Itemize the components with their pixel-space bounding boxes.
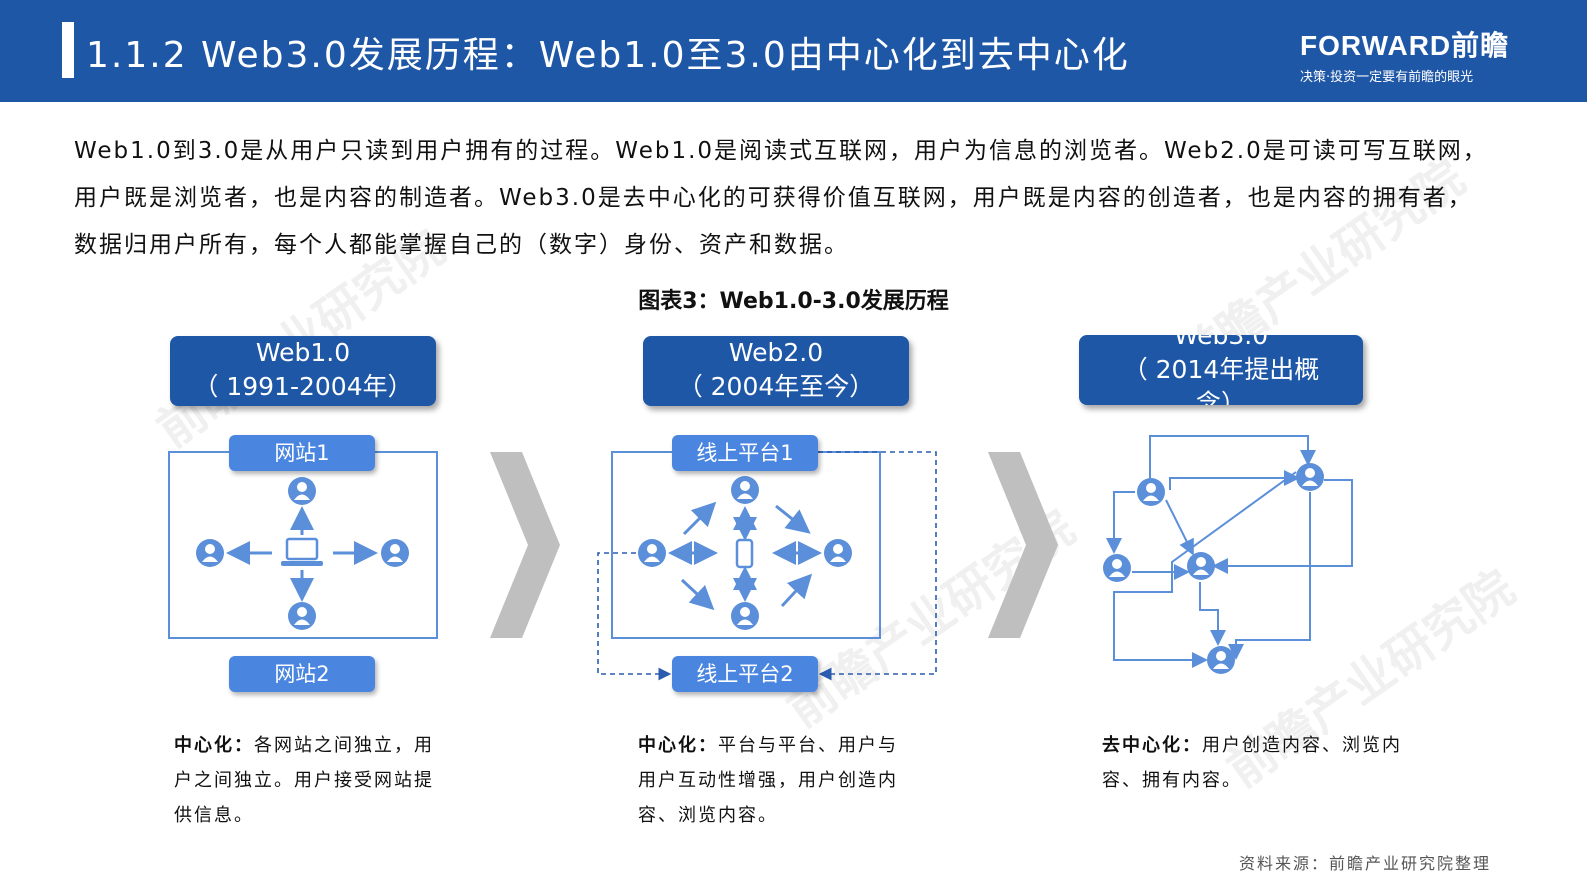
user-icon xyxy=(638,539,666,567)
era-period: （ 2004年至今） xyxy=(677,372,875,401)
user-icon xyxy=(288,477,316,505)
figure-title: 图表3：Web1.0-3.0发展历程 xyxy=(638,289,949,314)
user-icon xyxy=(288,602,316,630)
logo-brand: FORWARD前瞻 xyxy=(1300,30,1510,61)
desc-heading: 中心化： xyxy=(174,735,254,756)
user-icon xyxy=(731,602,759,630)
intro-paragraph: Web1.0到3.0是从用户只读到用户拥有的过程。Web1.0是阅读式互联网，用… xyxy=(74,138,1488,258)
desc-heading: 去中心化： xyxy=(1102,735,1202,756)
title-accent-bar xyxy=(62,22,74,78)
era-name: Web2.0 xyxy=(728,338,824,367)
era-name: Web3.0 xyxy=(1173,335,1269,350)
era-period: （ 1991-2004年） xyxy=(193,372,413,401)
logo-slogan: 决策·投资一定要有前瞻的眼光 xyxy=(1300,70,1474,85)
website-2-label: 网站2 xyxy=(229,656,375,692)
laptop-icon xyxy=(281,537,323,566)
user-icon xyxy=(824,539,852,567)
platform-2-label: 线上平台2 xyxy=(672,656,818,692)
user-icon xyxy=(1137,478,1165,506)
chevron-right-icon xyxy=(490,452,560,638)
user-icon xyxy=(1207,646,1235,674)
era-box-web1: Web1.0 （ 1991-2004年） xyxy=(170,336,436,406)
user-icon xyxy=(1296,463,1324,491)
user-icon xyxy=(731,476,759,504)
desc-heading: 中心化： xyxy=(638,735,718,756)
desc-text: 平台与平台、用户与用户互动性增强，用户创造内容、浏览内容。 xyxy=(638,735,898,826)
user-icon xyxy=(1187,552,1215,580)
era-box-web3: Web3.0 （ 2014年提出概念） xyxy=(1079,335,1363,405)
web1-description: 中心化：各网站之间独立，用户之间独立。用户接受网站提供信息。 xyxy=(174,728,436,833)
chevron-right-icon xyxy=(988,452,1058,638)
era-period: （ 2014年提出概念） xyxy=(1122,355,1320,405)
web2-description: 中心化：平台与平台、用户与用户互动性增强，用户创造内容、浏览内容。 xyxy=(638,728,910,833)
desc-text: 用户创造内容、浏览内容、拥有内容。 xyxy=(1102,735,1402,791)
platform-1-label: 线上平台1 xyxy=(672,435,818,471)
user-icon xyxy=(196,539,224,567)
era-box-web2: Web2.0 （ 2004年至今） xyxy=(643,336,909,406)
desc-text: 各网站之间独立，用户之间独立。用户接受网站提供信息。 xyxy=(174,735,434,826)
user-icon xyxy=(381,539,409,567)
phone-icon xyxy=(735,538,754,569)
header-bar: 1.1.2 Web3.0发展历程：Web1.0至3.0由中心化到去中心化 FOR… xyxy=(0,0,1587,102)
website-1-label: 网站1 xyxy=(229,435,375,471)
page-title: 1.1.2 Web3.0发展历程：Web1.0至3.0由中心化到去中心化 xyxy=(86,35,1130,76)
web3-description: 去中心化：用户创造内容、浏览内容、拥有内容。 xyxy=(1102,728,1402,798)
user-icon xyxy=(1103,554,1131,582)
source-note: 资料来源：前瞻产业研究院整理 xyxy=(1238,854,1491,873)
forward-logo: FORWARD前瞻 决策·投资一定要有前瞻的眼光 xyxy=(1300,24,1509,85)
era-name: Web1.0 xyxy=(255,338,351,367)
